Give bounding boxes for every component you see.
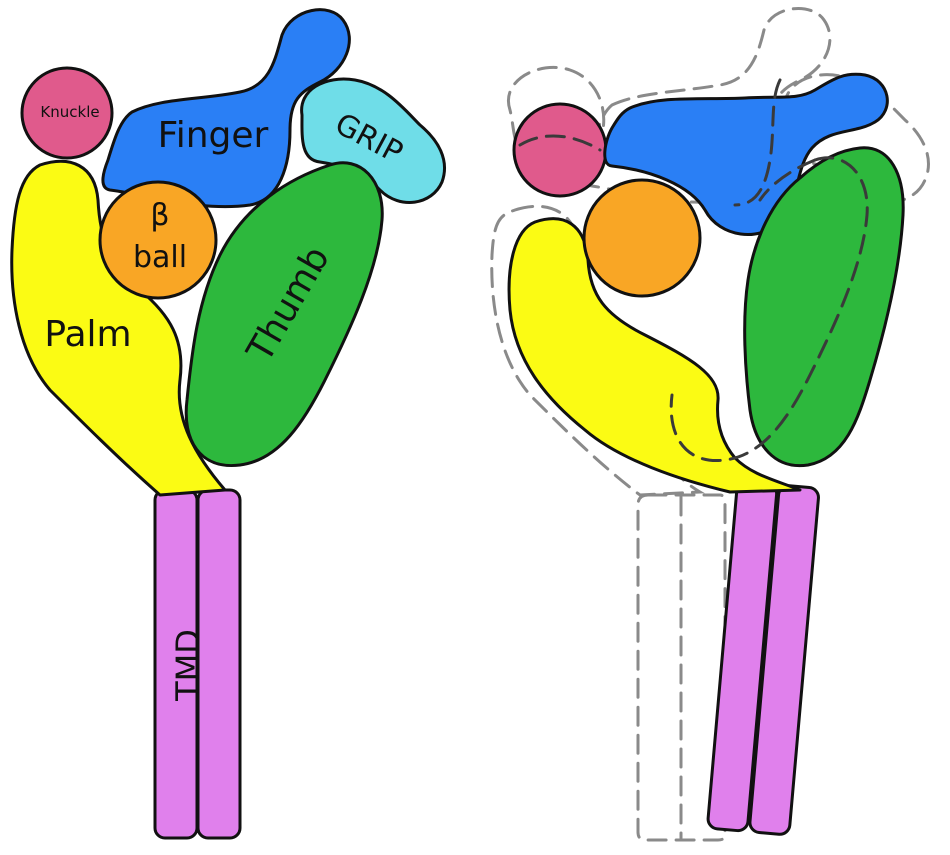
left-knuckle-label: Knuckle [40, 103, 99, 121]
right-thumb-domain [743, 146, 905, 468]
left-beta-symbol-label: β [150, 198, 169, 233]
left-beta-ball-domain [98, 180, 218, 300]
left-palm-label: Palm [44, 314, 131, 355]
ghost-knuckle-inner [518, 134, 602, 152]
right-finger-domain [603, 72, 889, 236]
left-knuckle-domain [20, 66, 114, 160]
right-beta-ball-domain [582, 178, 702, 298]
left-tmd-label: TMD [169, 629, 207, 702]
right-tmd-helix-2 [748, 484, 820, 836]
left-grip-domain [300, 77, 447, 204]
ghost-thumb-outline [669, 156, 869, 463]
right-tmd-group [706, 480, 820, 836]
left-structure: Knuckle Finger GRIP β ball Palm Thumb TM… [10, 8, 447, 840]
ghost-tmd-outline [636, 493, 727, 842]
ghost-finger-inner [733, 78, 782, 207]
right-ghost-dark-outlines [518, 78, 869, 463]
right-knuckle-domain [512, 102, 608, 198]
left-finger-label: Finger [158, 115, 269, 156]
left-thumb-domain [184, 161, 384, 468]
right-palm-domain [507, 217, 802, 494]
left-ball-label: ball [133, 240, 187, 275]
ghost-thumb-edge [758, 158, 817, 202]
left-finger-domain [101, 8, 351, 209]
right-structure [490, 7, 930, 842]
